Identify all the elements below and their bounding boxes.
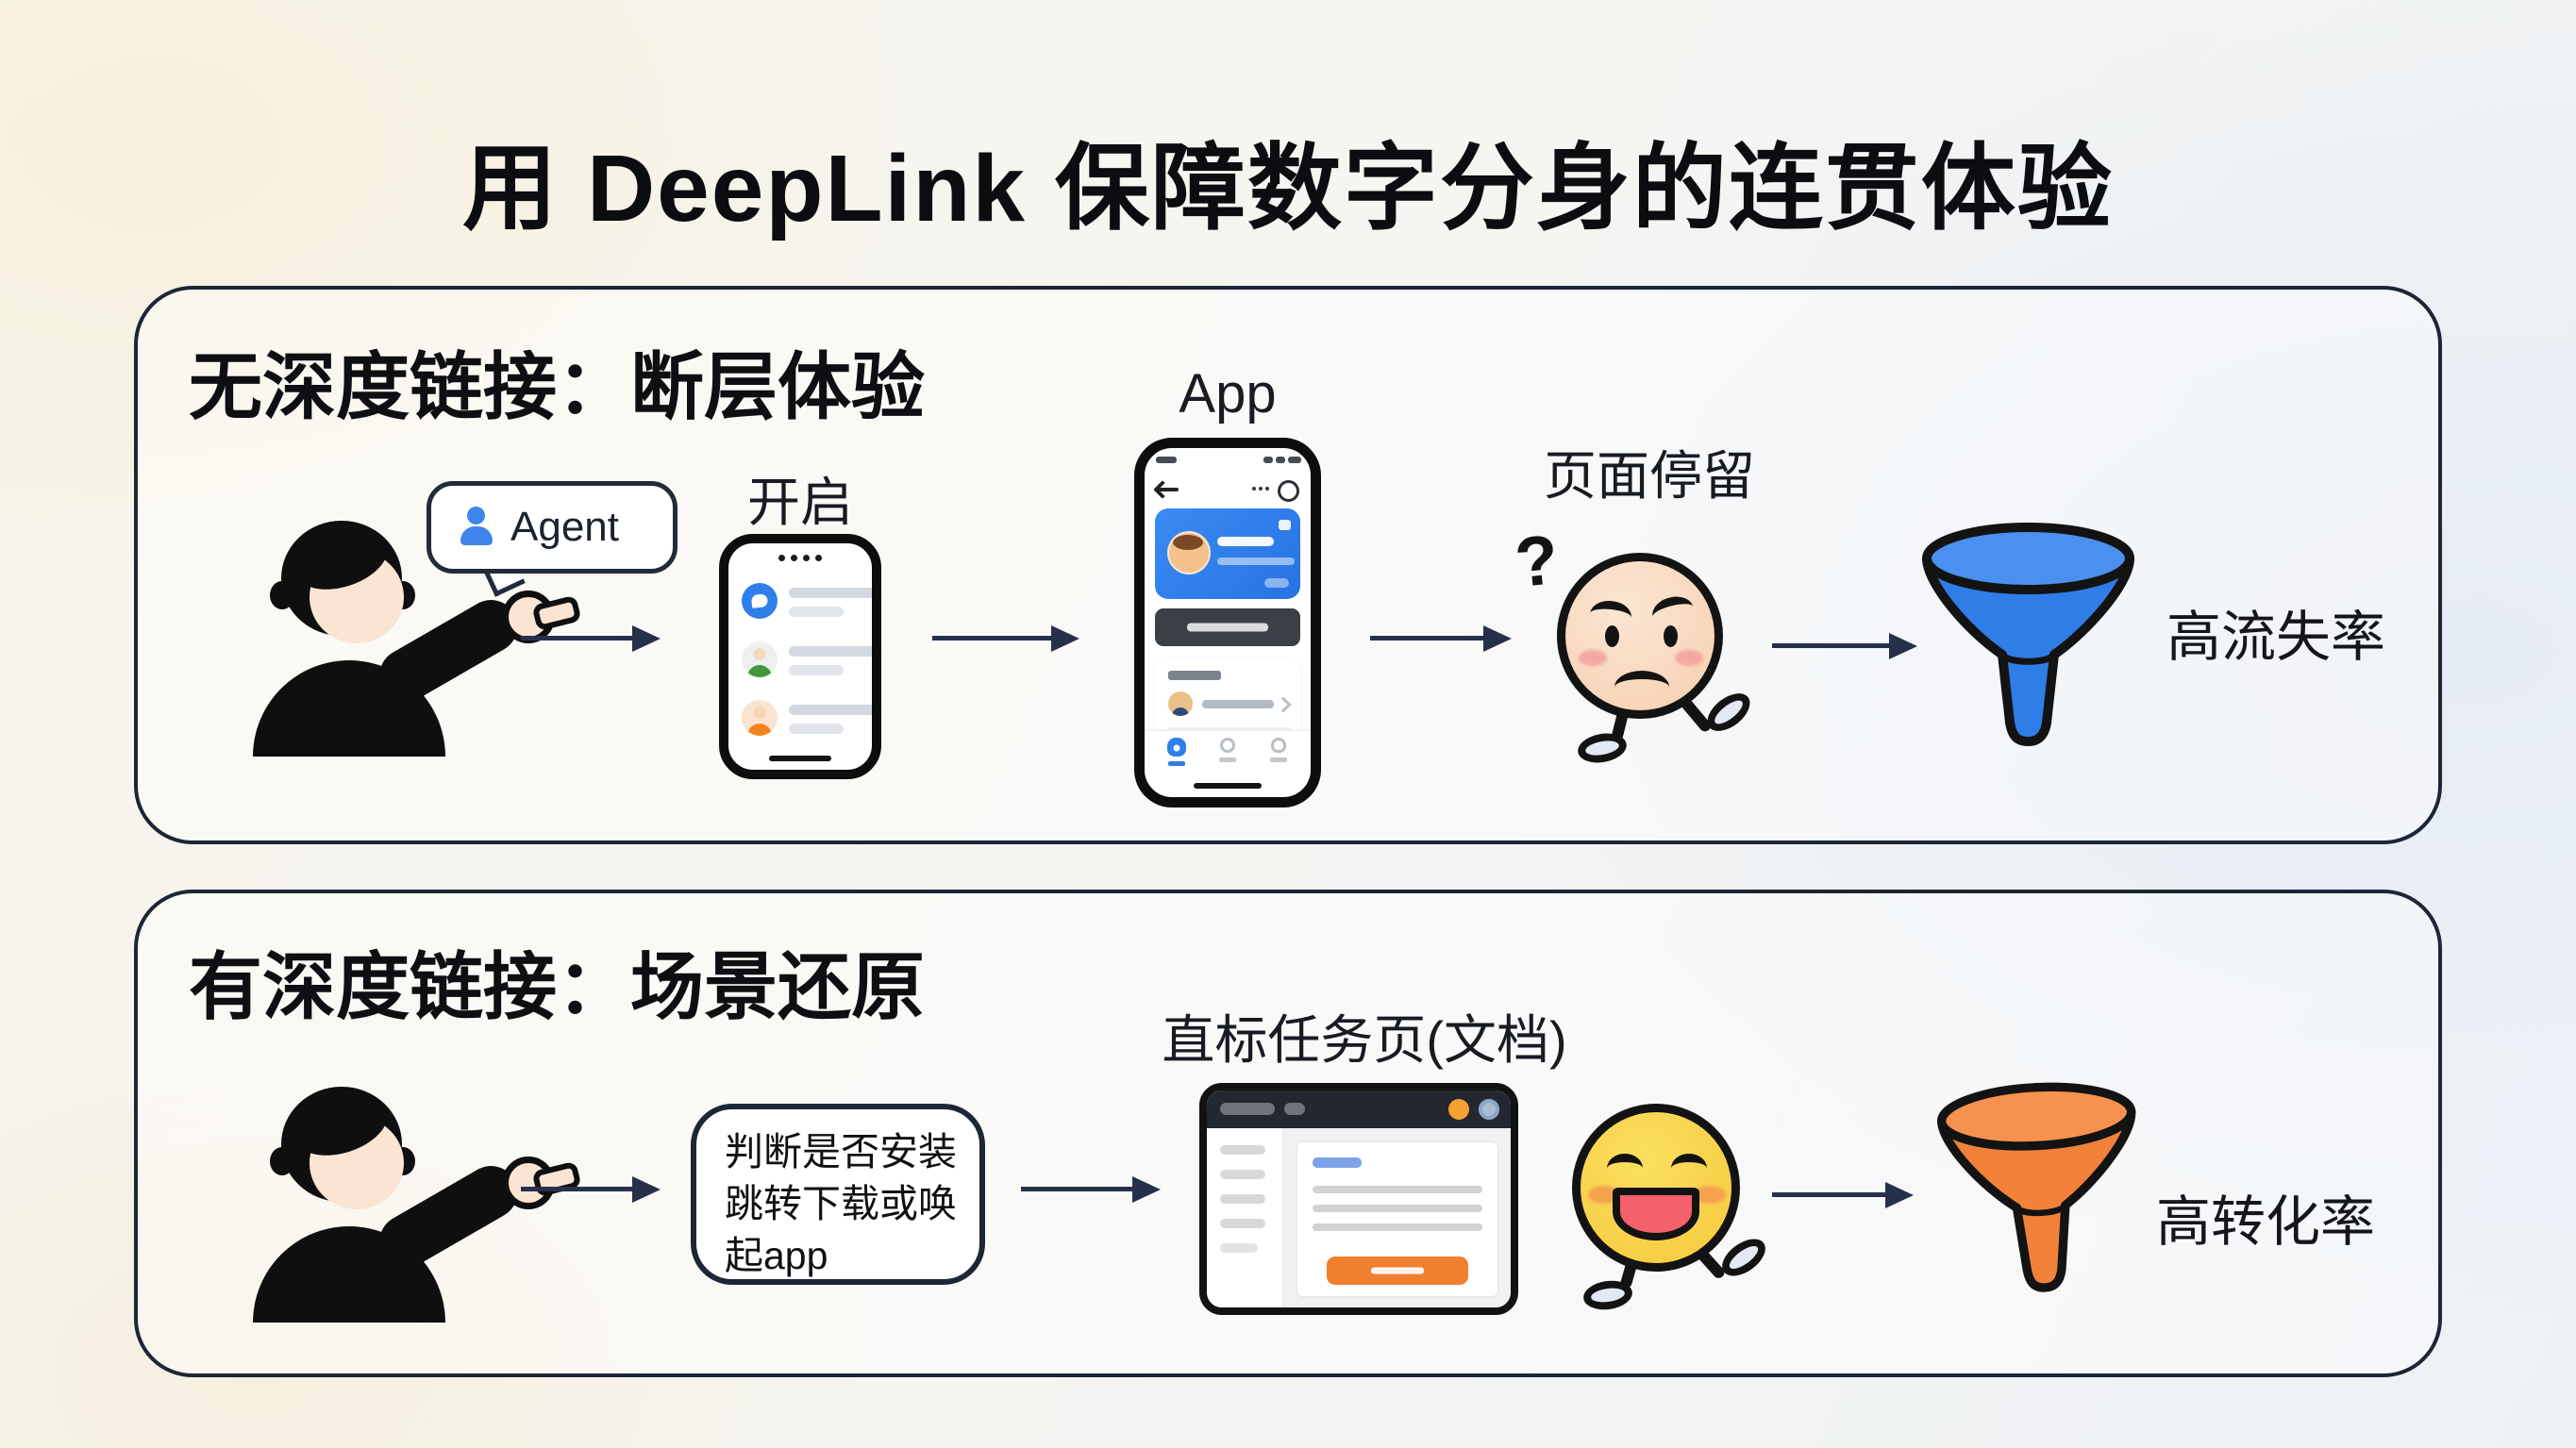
list-avatar [1168, 691, 1193, 716]
doc-step-label: 直标任务页(文档) [1162, 1010, 1567, 1070]
open-step-label: 开启 [747, 473, 853, 532]
question-mark: ? [1511, 519, 1563, 603]
decision-line: 起app [725, 1233, 828, 1277]
doc-sidebar [1207, 1128, 1284, 1307]
churn-outcome-label: 高流失率 [2166, 607, 2386, 668]
chevron-right-icon [1275, 696, 1292, 713]
profile-subtitle-placeholder [1217, 558, 1295, 565]
decision-line: 跳转下载或唤 [725, 1181, 957, 1225]
browser-titlebar [1207, 1090, 1511, 1128]
record-circle-icon [1278, 480, 1299, 502]
chat-avatar-icon [742, 583, 778, 619]
deeplink-decision-box: 判断是否安装 跳转下载或唤 起app [691, 1104, 985, 1285]
flow-arrow [932, 636, 1053, 641]
blush [1675, 650, 1703, 666]
browser-body [1207, 1128, 1511, 1307]
profile-name-placeholder [1217, 537, 1274, 546]
person-avatar-icon [742, 641, 778, 677]
blush [1588, 1186, 1620, 1204]
page-title: 用 DeepLink 保障数字分身的连贯体验 [462, 136, 2114, 241]
flow-arrow [521, 636, 634, 641]
stay-step-label: 页面停留 [1544, 446, 1755, 506]
agent-speech-bubble: Agent [427, 481, 677, 574]
doc-cta-button-mockup [1327, 1257, 1468, 1285]
happy-face-illustration [1572, 1104, 1740, 1272]
phone-app-mockup [1134, 438, 1321, 807]
list-heading-placeholder [1168, 671, 1221, 680]
home-indicator [1194, 783, 1262, 789]
card-wave-icon [1264, 578, 1289, 588]
conversion-funnel-icon [1936, 1082, 2136, 1292]
agent-label: Agent [510, 504, 619, 550]
flow-arrow [1772, 1192, 1887, 1197]
list-item [1168, 691, 1292, 718]
user-tab-icon [1271, 738, 1286, 753]
phone-contact-list-mockup [719, 534, 881, 779]
open-smile-mouth [1613, 1188, 1699, 1240]
person-illustration [253, 1086, 582, 1323]
tab-profile [1260, 738, 1297, 762]
tab-home [1158, 738, 1196, 766]
doc-main [1284, 1128, 1511, 1307]
titlebar-orange-dot [1448, 1099, 1469, 1120]
doc-title-highlight [1313, 1157, 1362, 1168]
profile-card [1155, 508, 1300, 599]
conversion-outcome-label: 高转化率 [2156, 1191, 2376, 1253]
titlebar-pill [1284, 1103, 1305, 1115]
titlebar-pill [1220, 1103, 1275, 1115]
panel-deeplink-heading: 有深度链接：场景还原 [189, 945, 926, 1028]
flow-arrow [1021, 1187, 1134, 1191]
eye [1664, 625, 1678, 647]
status-bar [1156, 457, 1301, 463]
app-step-label: App [1179, 363, 1277, 424]
text-placeholder-bars [789, 641, 872, 677]
confused-face-illustration [1557, 553, 1723, 719]
home-indicator [769, 756, 831, 761]
phone-top-dots [728, 555, 872, 561]
tab-middle [1209, 738, 1246, 762]
decision-line: 判断是否安装 [725, 1130, 957, 1173]
happy-eye [1607, 1154, 1643, 1183]
circle-tab-icon [1220, 738, 1235, 753]
text-placeholder-bars [789, 700, 872, 736]
card-corner-icon [1279, 520, 1291, 530]
browser-doc-mockup [1199, 1083, 1518, 1315]
flow-arrow [1772, 643, 1891, 648]
happy-eye [1671, 1154, 1707, 1183]
more-dots-icon [1252, 487, 1269, 491]
blush [1694, 1186, 1726, 1204]
blush [1579, 650, 1607, 666]
person-illustration [253, 520, 582, 757]
agent-user-icon [456, 507, 497, 548]
app-nav-row [1153, 478, 1301, 502]
titlebar-blue-dot [1479, 1099, 1499, 1120]
back-arrow-icon [1158, 488, 1179, 491]
panel-no-deeplink-heading: 无深度链接：断层体验 [189, 345, 926, 428]
flow-arrow [1370, 636, 1485, 641]
contact-row [742, 583, 872, 619]
churn-funnel-icon [1922, 523, 2134, 746]
person-avatar-icon [742, 700, 778, 736]
eye [1605, 625, 1619, 647]
primary-action-button-mockup [1155, 608, 1300, 646]
home-tab-icon [1167, 738, 1186, 757]
text-placeholder-bars [789, 583, 872, 619]
contact-row [742, 641, 872, 677]
profile-avatar [1167, 531, 1211, 574]
frown-mouth [1614, 671, 1669, 704]
tab-bar [1145, 729, 1311, 776]
doc-card [1296, 1140, 1499, 1298]
flow-arrow [521, 1187, 634, 1191]
contact-row [742, 700, 872, 736]
